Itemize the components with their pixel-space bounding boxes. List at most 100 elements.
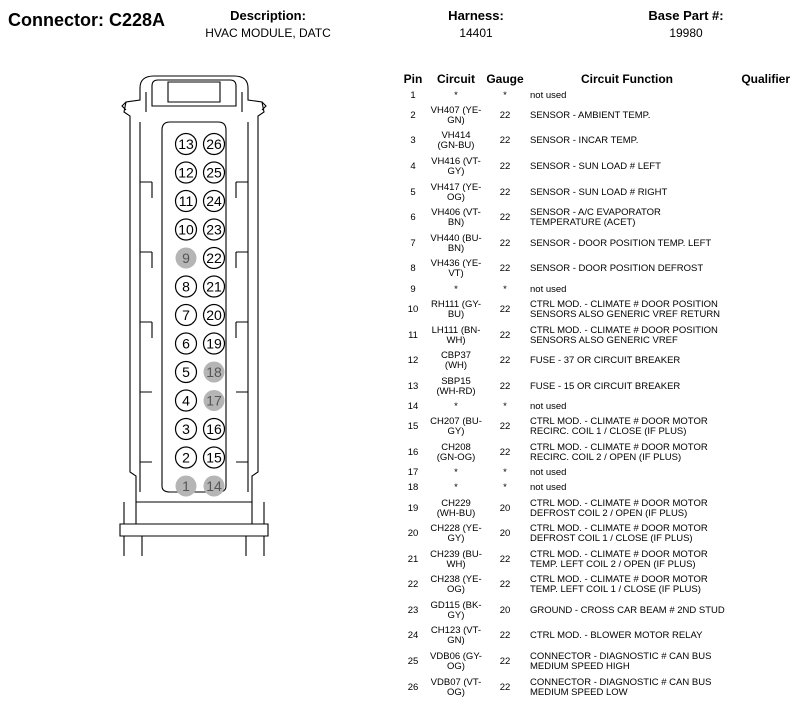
pin-number-label: 26 — [206, 136, 222, 152]
base-part-label: Base Part #: — [648, 8, 724, 23]
circuit-cell: VDB07 (VT-OG) — [430, 676, 482, 698]
function-cell: CTRL MOD. - CLIMATE # DOOR MOTOR RECIRC.… — [530, 441, 708, 463]
connector-label: Connector: — [8, 10, 104, 30]
connector-outline — [123, 75, 265, 503]
function-cell: not used — [530, 401, 567, 413]
gauge-cell: * — [503, 482, 507, 494]
pin-circle-left — [174, 275, 198, 298]
pin-number-label: 20 — [206, 307, 222, 323]
pin-number-label: 6 — [182, 336, 190, 352]
pin-cell: 15 — [407, 421, 419, 433]
qualifier-cell — [728, 400, 792, 415]
qualifier-cell — [728, 573, 792, 599]
pin-number-label: 2 — [182, 450, 190, 466]
qualifier-cell — [728, 257, 792, 283]
pin-circle-right — [203, 475, 225, 497]
qualifier-cell — [728, 348, 792, 374]
col-circuit: Circuit — [436, 72, 475, 86]
function-cell: CTRL MOD. - CLIMATE # DOOR POSITION SENS… — [530, 298, 721, 320]
circuit-cell: CH123 (VT-GN) — [430, 625, 482, 647]
circuit-cell: VH436 (YE-VT) — [430, 258, 482, 280]
gauge-cell: 22 — [499, 380, 511, 392]
gauge-cell: 22 — [499, 135, 511, 147]
connector-title: Connector: C228A — [8, 10, 165, 31]
pin-circle-left — [174, 446, 198, 469]
pin-cell: 21 — [407, 553, 419, 565]
pin-number-label: 22 — [206, 250, 222, 266]
pin-circle-right — [202, 303, 226, 327]
pin-circle-right — [202, 246, 226, 270]
circuit-cell: VH406 (VT-BN) — [431, 207, 481, 229]
circuit-cell: CH208 (GN-OG) — [436, 441, 476, 463]
function-cell: CTRL MOD. - CLIMATE # DOOR MOTOR DEFROST… — [530, 497, 708, 519]
pin-circle-left — [174, 417, 198, 441]
pin-number-label: 10 — [178, 222, 194, 238]
gauge-cell: 22 — [499, 237, 511, 249]
qualifier-cell — [728, 205, 792, 231]
pin-cell: 8 — [410, 263, 416, 275]
gauge-cell: 22 — [499, 446, 511, 458]
base-part-value: 19980 — [669, 26, 703, 40]
pin-number-label: 19 — [206, 336, 222, 352]
pin-cell: 3 — [410, 135, 416, 147]
pin-table: Pin Circuit Gauge Circuit Function Quali… — [398, 68, 792, 700]
qualifier-cell — [728, 598, 792, 624]
gauge-cell: * — [503, 89, 507, 101]
qualifier-cell — [728, 282, 792, 297]
pin-circle-right — [202, 189, 226, 213]
pin-cell: 9 — [410, 283, 416, 295]
description-value: HVAC MODULE, DATC — [205, 26, 331, 40]
pin-number-label: 3 — [182, 421, 190, 437]
pin-cell: 11 — [408, 329, 418, 341]
table-row: 18**not used — [398, 481, 792, 496]
function-cell: CTRL MOD. - CLIMATE # DOOR MOTOR TEMP. L… — [530, 548, 708, 570]
gauge-cell: 22 — [499, 421, 511, 433]
gauge-cell: 22 — [499, 263, 511, 275]
circuit-cell: VH417 (YE-OG) — [430, 181, 482, 203]
pin-circle-right — [202, 218, 226, 241]
qualifier-cell — [728, 129, 792, 155]
pin-circle-right — [203, 361, 225, 383]
function-cell: FUSE - 15 OR CIRCUIT BREAKER — [530, 380, 681, 392]
harness-value: 14401 — [459, 26, 493, 40]
circuit-cell: LH111 (BN-WH) — [431, 324, 481, 346]
qualifier-cell — [728, 481, 792, 496]
pin-number-label: 7 — [182, 307, 190, 323]
circuit-cell: GD115 (BK-GY) — [430, 599, 482, 621]
col-qualifier: Qualifier — [741, 72, 790, 86]
function-cell: CTRL MOD. - CLIMATE # DOOR POSITION SENS… — [530, 324, 718, 346]
gauge-cell: 22 — [499, 579, 511, 591]
pin-circle-left — [174, 132, 198, 156]
pin-circle-right — [202, 275, 226, 298]
qualifier-cell — [728, 180, 792, 206]
circuit-cell: VH440 (BU-BN) — [430, 232, 482, 254]
circuit-cell: CH207 (BU-GY) — [430, 416, 482, 438]
circuit-cell: VDB06 (GY-OG) — [430, 651, 482, 673]
circuit-cell: VH416 (VT-GY) — [431, 155, 481, 177]
pin-cell: 19 — [407, 502, 419, 514]
qualifier-cell — [728, 466, 792, 481]
pin-number-label: 13 — [178, 136, 194, 152]
pin-number-label: 23 — [206, 222, 222, 238]
gauge-cell: 22 — [499, 160, 511, 172]
table-row: 17**not used — [398, 466, 792, 481]
pin-number-label: 18 — [206, 364, 222, 380]
function-cell: SENSOR - A/C EVAPORATOR TEMPERATURE (ACE… — [530, 207, 661, 229]
pin-cell: 18 — [407, 482, 419, 494]
bottom-flange — [119, 523, 269, 537]
pin-cell: 14 — [407, 401, 419, 413]
qualifier-cell — [728, 547, 792, 573]
qualifier-cell — [728, 415, 792, 441]
function-cell: not used — [530, 467, 567, 479]
function-cell: not used — [530, 482, 567, 494]
function-cell: SENSOR - SUN LOAD # LEFT — [530, 160, 661, 172]
circuit-cell: CBP37 (WH) — [440, 350, 472, 372]
connector-value: C228A — [109, 10, 166, 30]
